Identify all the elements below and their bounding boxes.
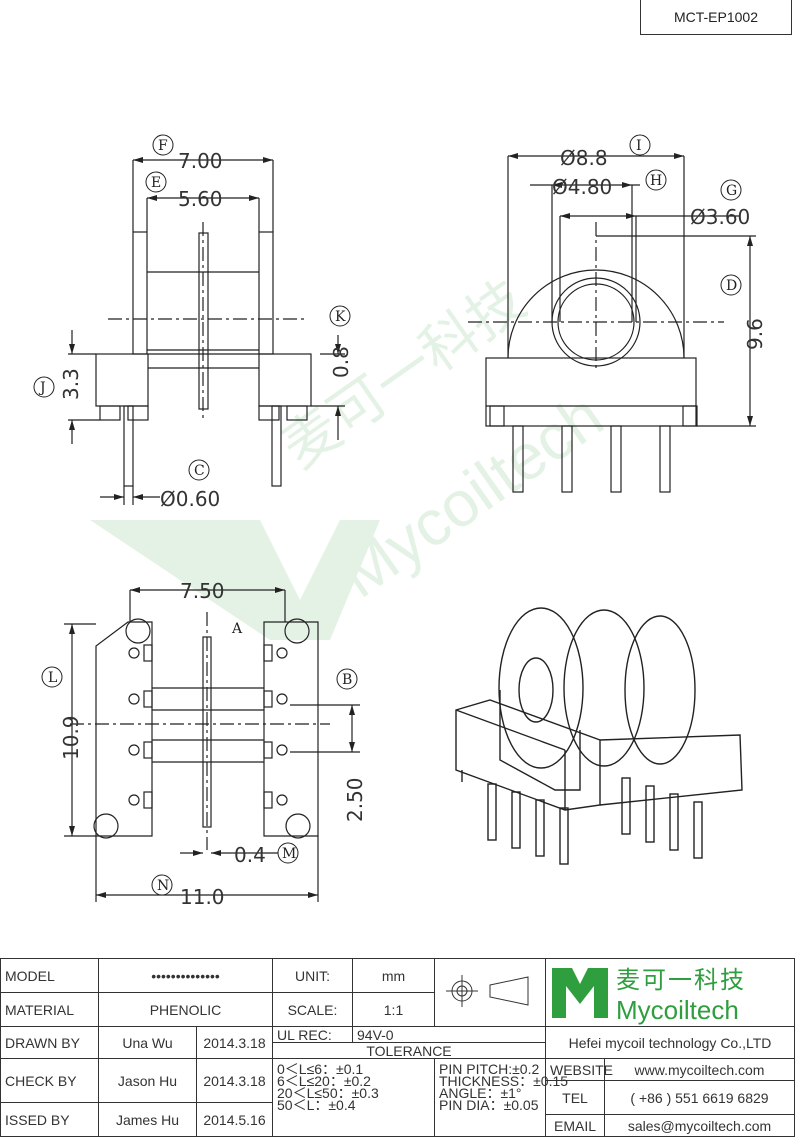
letter-M: M bbox=[282, 846, 296, 862]
dim-G: Ø3.60 bbox=[690, 205, 750, 229]
drawn-label: DRAWN BY bbox=[0, 1026, 99, 1059]
issued-label: ISSED BY bbox=[0, 1102, 99, 1137]
drawn-name: Una Wu bbox=[98, 1026, 197, 1059]
tolerance-range-2: 6＜L≤20：±0.2 bbox=[277, 1073, 371, 1089]
website-value[interactable]: www.mycoiltech.com bbox=[604, 1058, 795, 1081]
email-value[interactable]: sales@mycoiltech.com bbox=[604, 1114, 795, 1137]
dim-K: 0.8 bbox=[329, 346, 353, 378]
letter-I: I bbox=[636, 138, 642, 154]
tolerance-range-4: 50＜L：±0.4 bbox=[277, 1097, 356, 1113]
dim-D: 9.6 bbox=[743, 318, 767, 350]
angle-tolerance: ANGLE：±1° bbox=[439, 1085, 522, 1101]
unit-value: mm bbox=[352, 958, 435, 993]
mycoiltech-logo-icon bbox=[552, 967, 608, 1018]
label-A: A bbox=[231, 621, 243, 637]
dim-J: 3.3 bbox=[59, 368, 83, 400]
letter-C: C bbox=[194, 463, 205, 479]
watermark: 麦可一科技 Mycoiltech bbox=[90, 268, 616, 640]
projection-symbol bbox=[434, 958, 546, 1027]
thickness-tolerance: THICKNESS：±0.15 bbox=[439, 1073, 569, 1089]
drawn-date: 2014.3.18 bbox=[196, 1026, 273, 1059]
tolerance-range-3: 20＜L≤50：±0.3 bbox=[277, 1085, 379, 1101]
tel-value: ( +86 ) 551 6619 6829 bbox=[604, 1080, 795, 1115]
technical-drawing: 麦可一科技 Mycoiltech bbox=[33, 134, 767, 909]
unit-label: UNIT: bbox=[272, 958, 353, 993]
title-block: MODEL •••••••••••••• UNIT: mm 麦可一科技 Myco… bbox=[0, 958, 795, 1137]
tolerance-ranges: 0＜L≤6：±0.1 6＜L≤20：±0.2 20＜L≤50：±0.3 50＜L… bbox=[272, 1058, 435, 1137]
check-date: 2014.3.18 bbox=[196, 1058, 273, 1103]
tolerance-label: TOLERANCE bbox=[272, 1042, 546, 1059]
dim-pitch: 2.50 bbox=[343, 777, 367, 822]
model-label: MODEL bbox=[0, 958, 99, 993]
ul-value: 94V-0 bbox=[352, 1026, 546, 1043]
letter-D: D bbox=[726, 278, 737, 294]
dim-E: 5.60 bbox=[178, 187, 223, 211]
email-label: EMAIL bbox=[545, 1114, 605, 1137]
issued-date: 2014.5.16 bbox=[196, 1102, 273, 1137]
pin-pitch-tolerance: PIN PITCH:±0.2 bbox=[439, 1061, 540, 1077]
check-name: Jason Hu bbox=[98, 1058, 197, 1103]
letter-L: L bbox=[48, 670, 57, 686]
letter-N: N bbox=[157, 878, 169, 894]
company-name-cn: 麦可一科技 bbox=[616, 965, 746, 994]
letter-E: E bbox=[151, 175, 161, 191]
dim-C: Ø0.60 bbox=[160, 487, 220, 511]
dim-H: Ø4.80 bbox=[552, 175, 612, 199]
letter-J: J bbox=[38, 380, 46, 396]
scale-label: SCALE: bbox=[272, 992, 353, 1027]
dim-I: Ø8.8 bbox=[560, 146, 608, 170]
website-label: WEBSITE bbox=[545, 1058, 613, 1081]
dim-M: 0.4 bbox=[234, 843, 266, 867]
projection-icon bbox=[446, 975, 529, 1007]
dim-F: 7.00 bbox=[178, 149, 223, 173]
letter-F: F bbox=[158, 138, 168, 154]
dim-L: 10.9 bbox=[59, 715, 83, 760]
tolerance-specs: PIN PITCH:±0.2 THICKNESS：±0.15 ANGLE：±1°… bbox=[434, 1058, 569, 1137]
tolerance-range-1: 0＜L≤6：±0.1 bbox=[277, 1061, 364, 1077]
dim-top-width: 7.50 bbox=[180, 579, 225, 603]
issued-name: James Hu bbox=[98, 1102, 197, 1137]
check-label: CHECK BY bbox=[0, 1058, 99, 1103]
company-logo: 麦可一科技 Mycoiltech bbox=[545, 958, 795, 1027]
letter-H: H bbox=[650, 173, 662, 189]
material-value: PHENOLIC bbox=[98, 992, 273, 1027]
scale-value: 1:1 bbox=[352, 992, 435, 1027]
dim-N: 11.0 bbox=[180, 885, 225, 909]
material-label: MATERIAL bbox=[0, 992, 99, 1027]
company-full-name: Hefei mycoil technology Co.,LTD bbox=[545, 1026, 795, 1059]
model-value: •••••••••••••• bbox=[98, 958, 273, 993]
pin-dia-tolerance: PIN DIA：±0.05 bbox=[439, 1097, 539, 1113]
part-code: MCT-EP1002 bbox=[673, 9, 759, 25]
letter-B: B bbox=[342, 672, 352, 688]
part-code-box: MCT-EP1002 bbox=[640, 0, 792, 35]
ul-label: UL REC: bbox=[272, 1026, 353, 1043]
company-name-en: Mycoiltech bbox=[616, 994, 739, 1025]
letter-G: G bbox=[726, 183, 737, 199]
letter-K: K bbox=[335, 309, 346, 325]
